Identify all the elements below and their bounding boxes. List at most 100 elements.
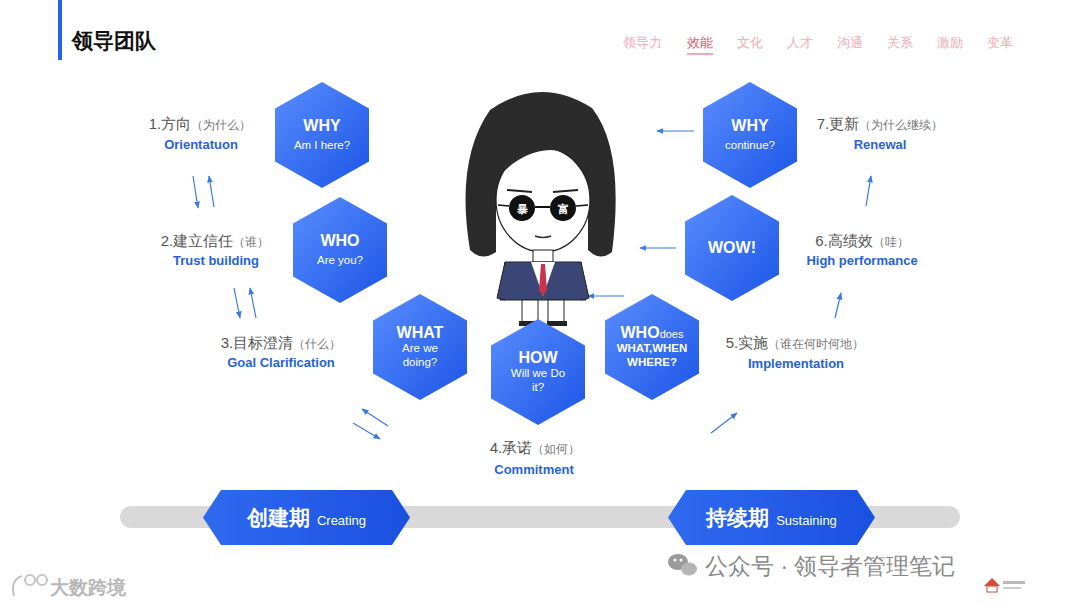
text-line: HOW — [518, 349, 557, 367]
hexagon-shape — [685, 195, 779, 301]
step-number: 4.承诺 — [490, 439, 533, 456]
step-arrows — [193, 131, 871, 439]
label-group: 激励 — [937, 33, 963, 52]
text-line: 持续期Sustaining — [706, 504, 837, 532]
text-line: WHY — [731, 117, 768, 135]
node-text: Are we doing? — [389, 342, 451, 370]
label-group: 领导力 — [623, 33, 662, 52]
node-content: 持续期Sustaining — [668, 490, 875, 545]
label-group: 大数跨境 — [50, 575, 126, 601]
hexagon-node: HOWWill we Do it? — [491, 319, 585, 425]
hexagon-shape — [293, 197, 387, 303]
label-group: Orientatuon — [164, 135, 238, 153]
step-number: 3.目标澄清 — [221, 334, 294, 351]
title-bar — [58, 0, 62, 60]
text-line: WHO — [320, 232, 359, 250]
label-group: Goal Clarification — [227, 353, 335, 371]
step-english: Orientatuon — [164, 137, 238, 152]
text-line: Am I here? — [294, 135, 350, 153]
step-number: 6.高绩效 — [815, 232, 873, 249]
node-title: HOW — [518, 349, 557, 367]
node-title: WHY — [303, 117, 340, 135]
node-text: Creating — [317, 513, 366, 528]
step-hint: （谁） — [233, 235, 269, 249]
label-group: 6.高绩效（哇） — [815, 232, 909, 251]
label-group: 公众号 · 领导者管理笔记 — [705, 551, 955, 582]
arrow-shape — [668, 490, 875, 545]
hexagon-shape — [605, 294, 699, 400]
step-hint: （为什么继续） — [859, 118, 943, 132]
step-hint: （如何） — [532, 442, 580, 456]
label-group: 文化 — [737, 33, 763, 52]
hexagon-shape — [373, 294, 467, 400]
hexagon-node: WHY continue? — [703, 82, 797, 188]
node-text: Will we Do it? — [507, 367, 569, 395]
label-group: 人才 — [787, 33, 813, 52]
node-title: 创建期 — [247, 506, 310, 529]
node-content: WOW! — [685, 195, 779, 301]
label-group: Commitment — [494, 460, 573, 478]
text-line: Will we Do it? — [507, 367, 569, 395]
glasses-text: 富 — [558, 203, 569, 215]
hexagon-node: WHY Am I here? — [275, 82, 369, 188]
node-shape — [293, 197, 387, 303]
hexagon-node: WHATAre we doing? — [373, 294, 467, 400]
label-group: 1.方向（为什么） — [149, 115, 252, 134]
node-text: Am I here? — [294, 139, 350, 153]
text-line: WHAT,WHEN WHERE? — [611, 342, 693, 370]
nav-tab: 人才 — [787, 35, 813, 50]
watermark: 公众号 · 领导者管理笔记 — [705, 553, 955, 579]
wechat-icon — [668, 554, 697, 576]
corner-logo — [984, 578, 1025, 592]
watermark-logo — [13, 575, 47, 596]
label-group: 暴 — [517, 199, 528, 217]
step-english: Renewal — [854, 137, 907, 152]
label-group: 2.建立信任（谁） — [161, 232, 270, 251]
text-line: WHY — [303, 117, 340, 135]
page-title: 领导团队 — [72, 27, 156, 55]
step-hint: （哇） — [873, 235, 909, 249]
text-line: continue? — [725, 135, 775, 153]
node-content: WHATAre we doing? — [373, 294, 467, 400]
node-text: does — [660, 328, 684, 340]
node-shape — [703, 82, 797, 188]
hexagon-node: WHOdoesWHAT,WHEN WHERE? — [605, 294, 699, 400]
step-english: Trust building — [173, 253, 259, 268]
nav-tab: 变革 — [987, 35, 1013, 50]
nav-tab: 关系 — [887, 35, 913, 50]
nav-tab: 文化 — [737, 35, 763, 50]
label-group: 富 — [558, 199, 569, 217]
node-content: WHO Are you? — [293, 197, 387, 303]
step-number: 5.实施 — [726, 334, 769, 351]
nav-tab: 领导力 — [623, 35, 662, 50]
watermark: 大数跨境 — [50, 577, 126, 598]
node-title: WHO — [621, 324, 660, 342]
node-shape — [275, 82, 369, 188]
hexagon-node: WOW! — [685, 195, 779, 301]
node-text: Are you? — [317, 254, 363, 268]
node-content: WHOdoesWHAT,WHEN WHERE? — [605, 294, 699, 400]
node-content: WHY continue? — [703, 82, 797, 188]
node-title: WHAT — [397, 324, 444, 342]
text-line: Are you? — [317, 250, 363, 268]
label-group: 效能 — [687, 33, 713, 52]
node-content: 创建期 Creating — [203, 490, 410, 545]
hexagon-shape — [491, 319, 585, 425]
node-text: WHAT,WHEN WHERE? — [611, 342, 693, 370]
node-text: Sustaining — [776, 513, 837, 528]
phase-arrow: 持续期Sustaining — [668, 490, 875, 545]
glasses-text: 暴 — [517, 203, 528, 215]
node-content: HOWWill we Do it? — [491, 319, 585, 425]
hexagon-node: WHO Are you? — [293, 197, 387, 303]
step-english: Goal Clarification — [227, 355, 335, 370]
label-group: 变革 — [987, 33, 1013, 52]
label-group: 4.承诺（如何） — [490, 439, 581, 458]
node-title: WOW! — [708, 239, 756, 257]
step-number: 2.建立信任 — [161, 232, 234, 249]
node-text: continue? — [725, 139, 775, 153]
step-hint: （谁在何时何地） — [768, 337, 864, 351]
step-number: 1.方向 — [149, 115, 192, 132]
label-group: 5.实施（谁在何时何地） — [726, 334, 865, 353]
nav-tab: 激励 — [937, 35, 963, 50]
